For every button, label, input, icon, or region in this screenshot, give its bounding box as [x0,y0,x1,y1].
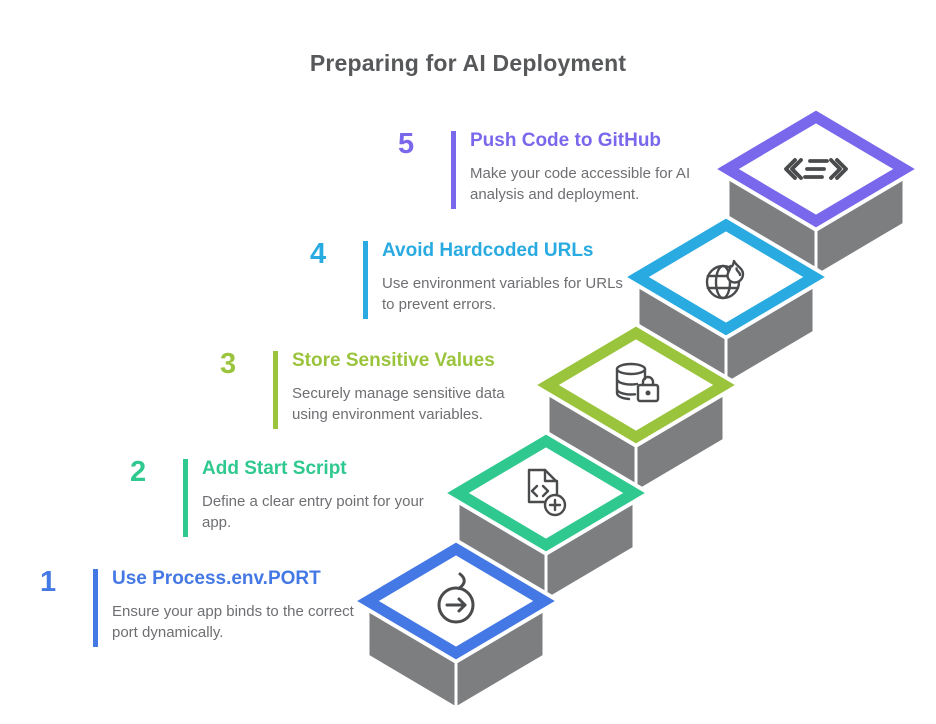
arrow-loop-circle-icon [437,572,475,624]
stair-step-5 [709,105,923,345]
stair-step-4 [619,213,833,453]
step-5-accent-bar [451,131,456,209]
code-file-add-icon [527,468,567,517]
step-3-title: Store Sensitive Values [292,350,495,371]
step-2-text-block: 2 Add Start Script Define a clear entry … [130,458,460,578]
step-2-number: 2 [130,456,147,488]
step-4-description: Use environment variables for URLs to pr… [382,274,623,313]
step-1-text-block: 1 Use Process.env.PORT Ensure your app b… [40,568,370,688]
step-2-description: Define a clear entry point for your app. [202,492,424,531]
step-3-text-block: 3 Store Sensitive Values Securely manage… [220,350,550,470]
step-4-number: 4 [310,238,327,270]
step-5-description: Make your code accessible for AI analysi… [470,164,691,203]
step-4-text-block: 4 Avoid Hardcoded URLs Use environment v… [310,240,640,360]
step-5-title: Push Code to GitHub [470,130,662,151]
platform-border-2 [447,434,645,552]
platform-border-3 [537,326,735,444]
globe-flame-icon [705,259,745,300]
step-3-accent-bar [273,351,278,429]
step-4-title: Avoid Hardcoded URLs [382,240,594,261]
step-1-accent-bar [93,569,98,647]
stair-step-2 [439,429,653,669]
step-3-number: 3 [220,348,237,380]
code-push-icon [784,158,848,180]
step-4-accent-bar [363,241,368,319]
step-1-description: Ensure your app binds to the correct por… [112,602,354,641]
page-title: Preparing for AI Deployment [309,50,627,76]
database-lock-icon [615,362,660,403]
step-2-accent-bar [183,459,188,537]
platform-border-5 [717,110,915,228]
step-1-title: Use Process.env.PORT [112,568,321,589]
platform-border-1 [357,542,555,660]
step-5-text-block: 5 Push Code to GitHub Make your code acc… [398,130,728,250]
step-2-title: Add Start Script [202,458,347,479]
step-3-description: Securely manage sensitive data using env… [292,384,505,423]
step-1-number: 1 [40,566,57,598]
stair-step-1 [349,537,563,711]
step-5-number: 5 [398,128,415,160]
platform-border-4 [627,218,825,336]
